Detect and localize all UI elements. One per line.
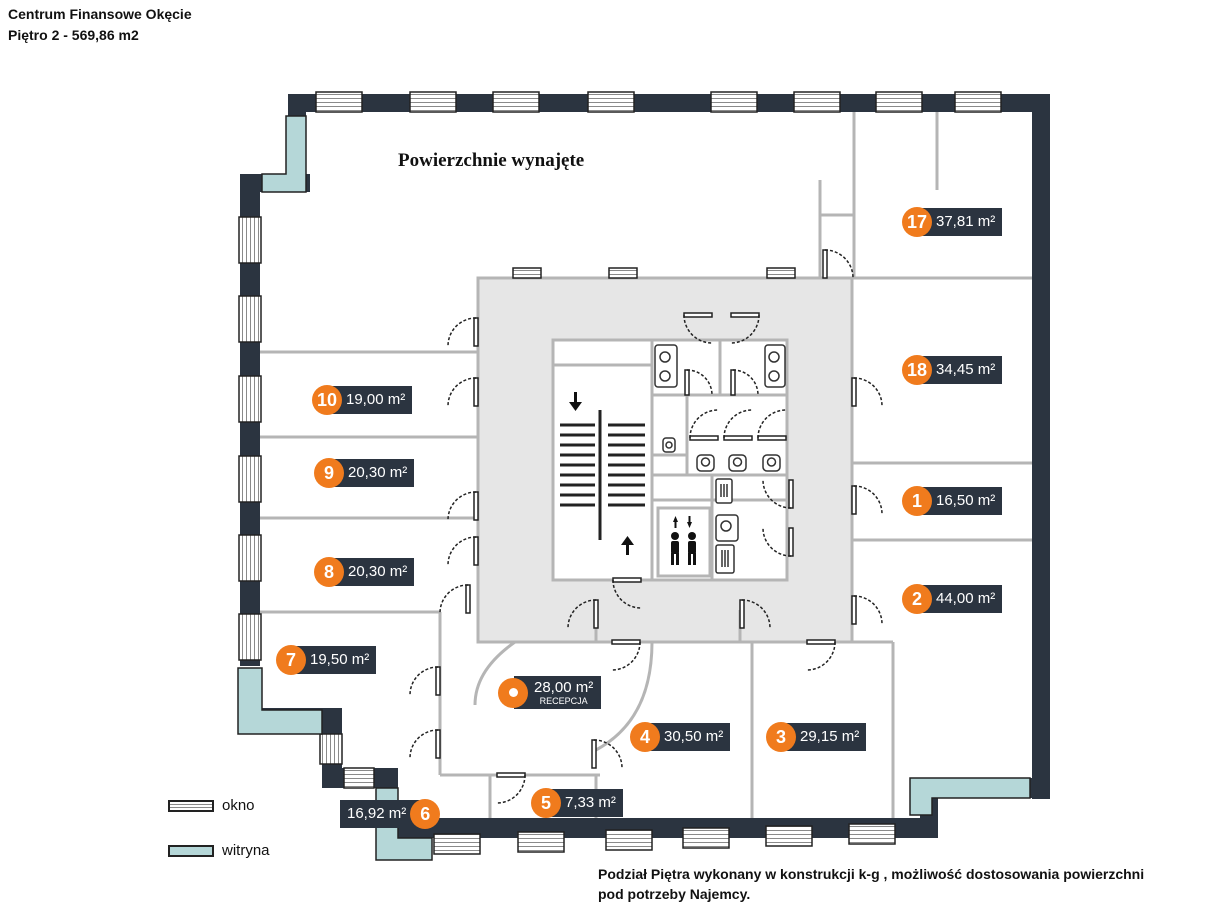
- elevator-icon: [671, 516, 696, 565]
- unit-area: 16,92 m²: [340, 800, 425, 828]
- unit-label-5: 5 7,33 m²: [531, 788, 623, 818]
- staircase: [560, 410, 645, 540]
- unit-label-10: 10 19,00 m²: [312, 385, 413, 415]
- doors: [409, 249, 883, 804]
- windows: [238, 91, 1002, 855]
- reception-label: 28,00 m² RECEPCJA: [498, 676, 602, 709]
- window-legend-swatch: [168, 800, 214, 812]
- unit-number: 9: [314, 458, 344, 488]
- floor-area: Piętro 2 - 569,86 m2: [8, 27, 139, 43]
- unit-area: 19,00 m²: [328, 386, 413, 414]
- window-legend-label: okno: [222, 797, 255, 814]
- unit-label-3: 3 29,15 m²: [766, 722, 867, 752]
- unit-area: 19,50 m²: [292, 646, 377, 674]
- storefront-legend-swatch: [168, 845, 214, 857]
- urinal-icon: [715, 478, 735, 574]
- unit-number: 4: [630, 722, 660, 752]
- footnote: Podział Piętra wykonany w konstrukcji k-…: [598, 864, 1144, 904]
- unit-label-17: 17 37,81 m²: [902, 207, 1003, 237]
- footnote-line-1: Podział Piętra wykonany w konstrukcji k-…: [598, 866, 1145, 882]
- unit-number: 6: [410, 799, 441, 829]
- unit-label-1: 1 16,50 m²: [902, 486, 1003, 516]
- unit-label-7: 7 19,50 m²: [276, 645, 377, 675]
- reception-info: 28,00 m² RECEPCJA: [514, 676, 602, 709]
- unit-area: 44,00 m²: [918, 585, 1003, 613]
- unit-area: 29,15 m²: [782, 723, 867, 751]
- unit-label-9: 9 20,30 m²: [314, 458, 415, 488]
- unit-label-6: 6 16,92 m²: [340, 799, 441, 829]
- unit-label-8: 8 20,30 m²: [314, 557, 415, 587]
- unit-area: 20,30 m²: [330, 558, 415, 586]
- unit-area: 20,30 m²: [330, 459, 415, 487]
- unit-number: 5: [531, 788, 561, 818]
- unit-number: 18: [902, 355, 932, 385]
- sink-icon: [654, 344, 786, 542]
- unit-number: 1: [902, 486, 932, 516]
- core-rooms: [553, 340, 787, 580]
- unit-area: 34,45 m²: [918, 356, 1003, 384]
- unit-area: 16,50 m²: [918, 487, 1003, 515]
- unit-label-2: 2 44,00 m²: [902, 584, 1003, 614]
- unit-number: 3: [766, 722, 796, 752]
- arrow-down-icon: [569, 392, 582, 411]
- reception-marker-icon: [498, 677, 528, 708]
- reception-name: RECEPCJA: [539, 696, 588, 706]
- unit-label-18: 18 34,45 m²: [902, 355, 1003, 385]
- reception-area: 28,00 m²: [534, 679, 594, 696]
- plan-header: Centrum Finansowe Okęcie Piętro 2 - 569,…: [8, 4, 192, 46]
- arrow-up-icon: [621, 536, 634, 555]
- unit-number: 10: [312, 385, 342, 415]
- unit-area: 30,50 m²: [646, 723, 731, 751]
- footnote-line-2: pod potrzeby Najemcy.: [598, 886, 751, 902]
- unit-number: 17: [902, 207, 932, 237]
- unit-number: 8: [314, 557, 344, 587]
- storefront-legend-label: witryna: [222, 842, 270, 859]
- unit-number: 2: [902, 584, 932, 614]
- unit-area: 37,81 m²: [918, 208, 1003, 236]
- occupied-areas-label: Powierzchnie wynajęte: [398, 150, 585, 171]
- unit-label-4: 4 30,50 m²: [630, 722, 731, 752]
- unit-number: 7: [276, 645, 306, 675]
- building-name: Centrum Finansowe Okęcie: [8, 6, 192, 22]
- toilet-icon: [662, 437, 781, 472]
